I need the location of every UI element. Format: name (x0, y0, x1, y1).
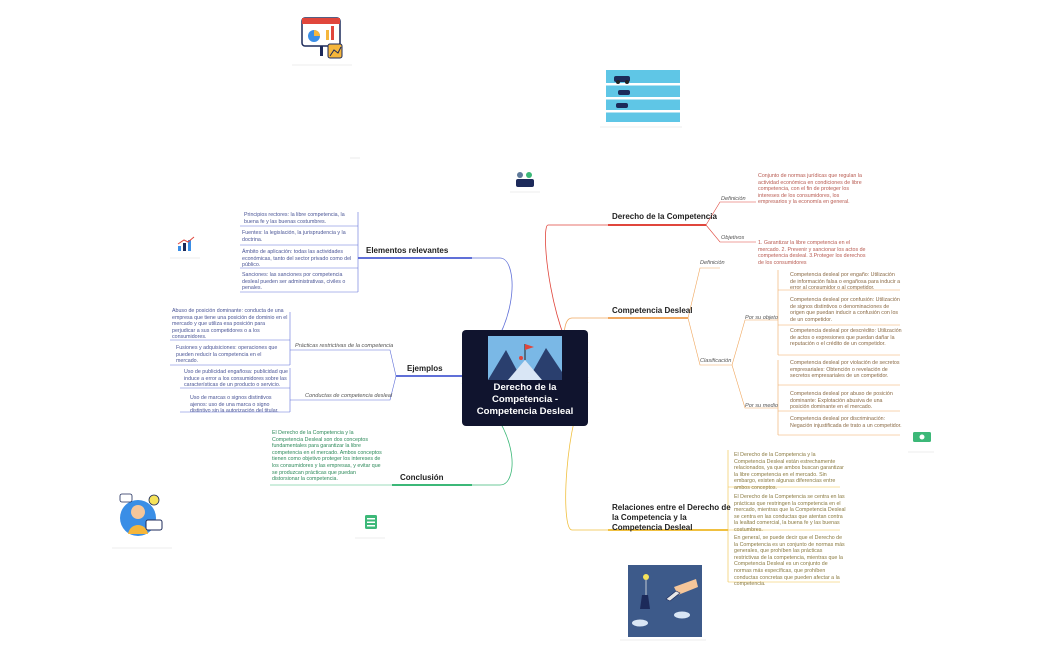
desleal-medio-item: Competencia desleal por violación de sec… (790, 360, 900, 380)
derecho-objetivos-text: 1. Garantizar la libre competencia en el… (758, 240, 866, 266)
practicas-item: Abuso de posición dominante: conducta de… (172, 308, 288, 341)
label-definicion: Definición (721, 196, 746, 202)
label-desleal-definicion: Definición (700, 260, 725, 266)
practicas-item: Fusiones y adquisiciones: operaciones qu… (176, 345, 278, 365)
elementos-item: Ámbito de aplicación: todas las activida… (242, 249, 352, 269)
bar-chart-icon (177, 236, 195, 251)
relaciones-item: El Derecho de la Competencia se centra e… (734, 494, 846, 533)
label-por-su-medio: Por su medio (745, 403, 778, 409)
label-conductas-desleal: Conductas de competencia desleal (305, 393, 393, 399)
presentation-chart-icon (301, 17, 343, 59)
desleal-objeto-item: Competencia desleal por confusión: Utili… (790, 297, 900, 323)
relaciones-title-line: Competencia Desleal (612, 523, 693, 532)
desleal-objeto-item: Competencia desleal por engaño: Utilizac… (790, 272, 901, 292)
branch-relaciones[interactable]: Relaciones entre el Derecho de la Compet… (612, 503, 731, 533)
racing-cars-illustration (606, 70, 680, 122)
branch-competencia-desleal[interactable]: Competencia Desleal (612, 306, 693, 315)
label-objetivos: Objetivos (721, 235, 745, 241)
label-practicas-restrictivas: Prácticas restrictivas de la competencia (295, 343, 394, 349)
derecho-definicion-text: Conjunto de normas jurídicas que regulan… (758, 173, 862, 206)
relaciones-item: En general, se puede decir que el Derech… (734, 535, 845, 588)
elementos-item: Fuentes: la legislación, la jurisprudenc… (242, 230, 346, 243)
branch-ejemplos[interactable]: Ejemplos (407, 364, 443, 373)
conductas-item: Uso de publicidad engañosa: publicidad q… (184, 369, 288, 389)
branch-elementos-relevantes[interactable]: Elementos relevantes (366, 246, 449, 255)
branch-derecho-competencia[interactable]: Derecho de la Competencia (612, 212, 717, 221)
team-icon (516, 172, 534, 187)
checklist-icon (365, 515, 377, 529)
desleal-medio-item: Competencia desleal por abuso de posició… (790, 391, 893, 411)
conclusion-text: El Derecho de la Competencia y la Compet… (272, 430, 382, 483)
central-mountain-flag-illustration (488, 336, 562, 380)
relaciones-item: El Derecho de la Competencia y la Compet… (734, 452, 844, 491)
elementos-item: Sanciones: las sanciones por competencia… (242, 272, 346, 292)
central-topic[interactable]: Derecho de la Competencia - Competencia … (462, 330, 588, 426)
desleal-objeto-item: Competencia desleal por descrédito: Util… (790, 328, 902, 348)
label-por-su-objeto: Por su objeto (745, 315, 778, 321)
central-title: Derecho de la Competencia - Competencia … (476, 382, 574, 417)
relaciones-title-line: Relaciones entre el Derecho de (612, 503, 731, 512)
label-clasificacion: Clasificación (700, 358, 732, 364)
handshake-cut-illustration (628, 565, 702, 637)
conductas-item: Uso de marcas o signos distintivos ajeno… (190, 395, 279, 415)
desleal-medio-item: Competencia desleal por discriminación: … (790, 416, 902, 429)
relaciones-title-line: la Competencia y la (612, 513, 687, 522)
elementos-item: Principios rectores: la libre competenci… (244, 212, 345, 225)
branch-conclusion[interactable]: Conclusión (400, 473, 444, 482)
money-icon (913, 432, 931, 442)
idea-person-icon (119, 493, 163, 536)
